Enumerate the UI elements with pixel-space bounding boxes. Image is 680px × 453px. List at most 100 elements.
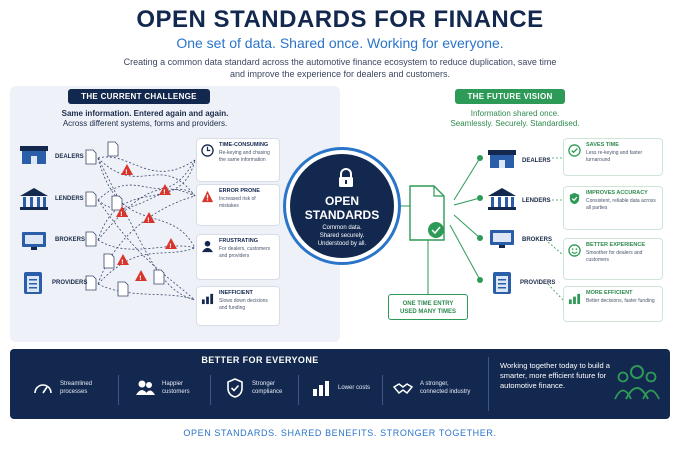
hub-title: OPEN STANDARDS	[290, 194, 394, 222]
once-line-1: ONE TIME ENTRY	[402, 301, 454, 307]
svg-text:!: !	[147, 217, 150, 224]
band-label-2: processes	[60, 389, 88, 395]
lock-icon	[339, 168, 353, 187]
handshake-icon	[392, 383, 414, 395]
right-dealer-icon	[488, 150, 516, 168]
divider	[298, 375, 299, 405]
svg-text:!: !	[125, 169, 128, 176]
check-circle-icon	[568, 144, 581, 157]
band-label-1: Lower costs	[338, 385, 371, 391]
page-subtitle: One set of data. Shared once. Working fo…	[176, 35, 504, 51]
right-broker-icon	[490, 230, 514, 248]
current-lead-2: Across different systems, forms and prov…	[62, 119, 228, 128]
document-icons	[85, 141, 165, 297]
svg-text:!: !	[120, 211, 123, 218]
hub-caption: Common data. Shared securely. Understood…	[290, 224, 394, 248]
page-title: OPEN STANDARDS FOR FINANCE	[136, 6, 544, 33]
future-lead-1: Information shared once.	[470, 109, 560, 118]
benefit-title: IMPROVES ACCURACY	[586, 190, 648, 196]
dealer-building-icon	[20, 146, 48, 164]
bar-chart-icon	[201, 293, 214, 305]
benefit-desc: Less re-keying and faster turnaround	[586, 150, 643, 163]
benefit-card-time: SAVES TIME Less re-keying and faster tur…	[563, 138, 663, 176]
current-challenge-panel	[10, 86, 340, 342]
issue-card-inefficient: INEFFICIENT Slows down decisions and fun…	[196, 286, 280, 326]
benefit-desc: Better decisions, faster funding	[586, 298, 655, 304]
broker-monitor-icon	[22, 232, 46, 250]
community-icon	[614, 365, 660, 400]
once-line-2: USED MANY TIMES	[400, 309, 456, 315]
open-standards-hub: OPEN STANDARDS Common data. Shared secur…	[286, 150, 398, 262]
issue-desc: Re-keying and chasing the same informati…	[219, 150, 270, 163]
svg-text:!: !	[163, 189, 166, 196]
issue-card-error: ERROR PRONE Increased risk of mistakes	[196, 184, 280, 226]
smile-icon	[568, 244, 581, 257]
issue-title: INEFFICIENT	[219, 290, 253, 296]
benefit-desc: Consistent, reliable data across all par…	[586, 198, 656, 211]
benefit-card-accuracy: IMPROVES ACCURACY Consistent, reliable d…	[563, 186, 663, 230]
right-actor-providers: PROVIDERS	[520, 280, 556, 286]
warning-icon	[201, 190, 214, 203]
warning-icons	[116, 164, 177, 281]
benefit-title: MORE EFFICIENT	[586, 290, 633, 296]
band-item-costs: Lower costs	[310, 377, 386, 403]
one-time-entry-box: ONE TIME ENTRY USED MANY TIMES	[388, 294, 468, 320]
right-provider-icon	[493, 272, 511, 294]
divider	[382, 375, 383, 405]
shield-check-icon	[569, 192, 580, 205]
lender-bank-icon	[20, 188, 48, 210]
right-actor-lenders: LENDERS	[522, 198, 551, 204]
right-lender-icon	[488, 188, 516, 210]
hub-title-2: STANDARDS	[304, 208, 380, 222]
benefit-card-efficient: MORE EFFICIENT Better decisions, faster …	[563, 286, 663, 322]
speedometer-icon	[34, 384, 52, 394]
hub-dots	[477, 155, 483, 283]
band-label-2: compliance	[252, 389, 283, 395]
footer-tagline: OPEN STANDARDS. SHARED BENEFITS. STRONGE…	[183, 428, 497, 438]
benefit-title: SAVES TIME	[586, 142, 619, 148]
issue-title: ERROR PRONE	[219, 188, 260, 194]
band-label-1: A stronger,	[420, 381, 449, 387]
hub-line-2: Shared securely.	[319, 233, 365, 239]
growth-chart-icon	[568, 293, 581, 305]
divider	[488, 357, 489, 411]
provider-clipboard-icon	[24, 272, 42, 294]
divider	[210, 375, 211, 405]
band-item-happier: Happier customers	[134, 377, 214, 403]
band-label-1: Happier	[162, 381, 184, 387]
left-actor-providers: PROVIDERS	[52, 280, 88, 286]
svg-text:!: !	[139, 275, 142, 282]
future-lead: Information shared once. Seamlessly. Sec…	[420, 109, 610, 129]
people-icon	[136, 380, 155, 395]
future-lead-2: Seamlessly. Securely. Standardised.	[450, 119, 580, 128]
svg-text:!: !	[169, 243, 172, 250]
current-lead-1: Same information. Entered again and agai…	[61, 109, 229, 118]
right-actor-brokers: BROKERS	[522, 237, 553, 243]
benefit-card-experience: BETTER EXPERIENCE Smoother for dealers a…	[563, 238, 663, 280]
intro-text: Creating a common data standard across t…	[123, 57, 557, 79]
band-item-industry: A stronger, connected industry	[392, 377, 492, 403]
issue-desc: Increased risk of mistakes	[219, 196, 256, 209]
left-actor-brokers: BROKERS	[55, 237, 86, 243]
band-item-compliance: Stronger compliance	[224, 377, 304, 403]
band-label-2: customers	[162, 389, 190, 395]
band-label-1: Stronger	[252, 381, 276, 387]
hub-title-1: OPEN	[324, 194, 359, 208]
svg-text:!: !	[121, 259, 124, 266]
right-actor-dealers: DEALERS	[522, 158, 551, 164]
person-icon	[201, 240, 214, 253]
benefit-desc: Smoother for dealers and customers	[586, 250, 643, 263]
current-lead: Same information. Entered again and agai…	[40, 109, 250, 129]
band-closing-text: Working together today to build a smarte…	[500, 361, 610, 390]
band-item-label: Stronger compliance	[252, 380, 282, 396]
issue-desc: For dealers, customers and providers	[219, 246, 271, 259]
hub-line-3: Understood by all.	[317, 241, 367, 247]
band-label-2: connected industry	[420, 389, 471, 395]
hub-line-1: Common data.	[322, 225, 362, 231]
issue-title: TIME-CONSUMING	[219, 142, 269, 148]
shared-document-icon	[409, 185, 445, 241]
